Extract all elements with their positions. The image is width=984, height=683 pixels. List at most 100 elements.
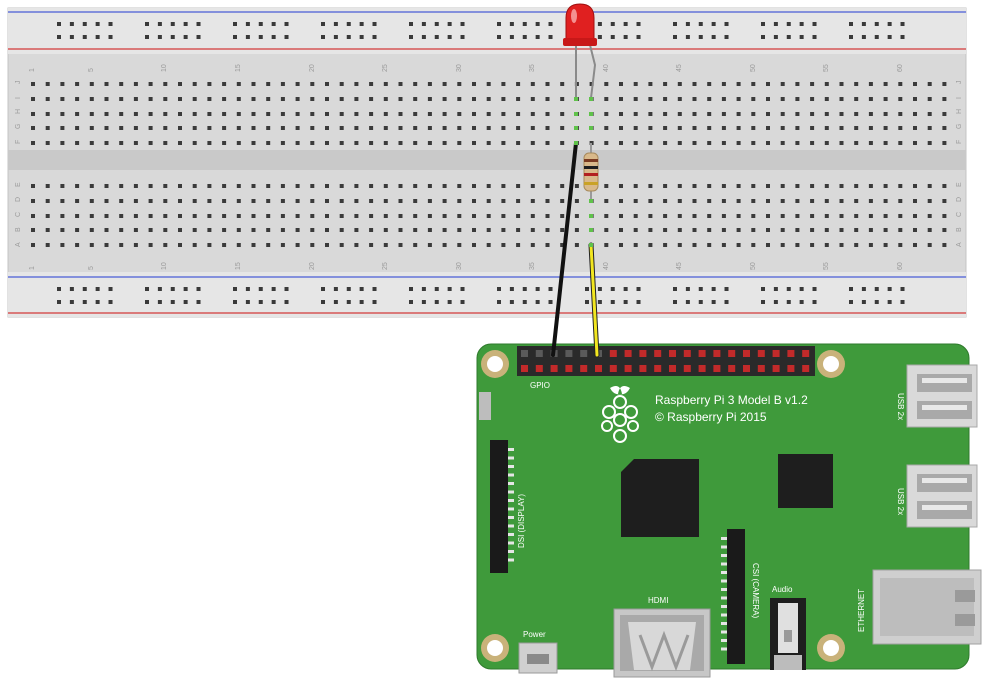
breadboard-hole [898,141,903,145]
rail-hole [271,300,276,304]
rail-hole [82,300,87,304]
breadboard-hole [472,126,476,130]
breadboard-hole [427,214,432,218]
breadboard-hole [633,214,638,218]
breadboard-hole [75,82,80,86]
breadboard-hole [898,126,903,130]
breadboard-hole [383,214,388,218]
breadboard-hole [780,184,785,188]
breadboard-hole [104,112,109,116]
gpio-label: GPIO [530,381,550,390]
breadboard-hole [383,243,388,247]
col-label-55-top: 55 [823,64,830,72]
breadboard-hole [236,126,241,130]
breadboard-hole [530,112,535,116]
breadboard-hole [163,97,168,101]
breadboard-hole [45,184,50,188]
breadboard-hole [707,126,712,130]
rail-hole [447,287,452,291]
gpio-pin [654,350,662,357]
breadboard-hole [663,214,668,218]
breadboard-hole [280,184,285,188]
rail-hole [761,300,765,304]
red-led [563,3,597,99]
rail-hole [196,35,201,39]
breadboard-hole [89,97,94,101]
breadboard-hole [31,141,35,145]
breadboard-hole [148,243,153,247]
csi-label: CSI (CAMERA) [751,563,760,618]
dsi-pin [508,473,514,477]
ethernet-label: ETHERNET [857,589,866,632]
breadboard-hole [486,199,491,203]
breadboard-hole [148,82,153,86]
breadboard-hole [104,214,109,218]
breadboard-hole [266,126,271,130]
rail-hole [284,22,289,26]
breadboard-hole [413,214,418,218]
rail-hole [108,300,113,304]
breadboard-hole [927,126,932,130]
gpio-pin [683,365,691,372]
breadboard-hole [119,199,124,203]
breadboard-hole [560,82,565,86]
rail-hole [685,300,690,304]
breadboard-hole [398,126,403,130]
breadboard-hole [530,214,535,218]
breadboard-hole [677,97,682,101]
breadboard-hole [280,214,285,218]
breadboard-hole [721,126,726,130]
breadboard-hole [810,184,815,188]
gpio-pin [624,350,632,357]
rail-hole [284,300,289,304]
csi-pin [721,545,727,549]
col-label-25-bottom: 25 [382,262,389,270]
breadboard-hole [310,243,315,247]
breadboard-hole [883,243,888,247]
breadboard-hole [868,184,873,188]
rail-hole [548,22,553,26]
breadboard-hole [251,97,256,101]
breadboard-hole [898,214,903,218]
breadboard-hole [677,214,682,218]
breadboard-hole [619,97,623,101]
breadboard-hole [60,97,65,101]
breadboard-hole [45,97,50,101]
breadboard-hole [222,243,227,247]
breadboard-hole [31,243,35,247]
breadboard-hole [604,243,609,247]
rail-hole [321,300,325,304]
breadboard-hole [810,243,815,247]
breadboard-hole [883,112,888,116]
rail-hole [900,300,905,304]
breadboard-hole [89,141,94,145]
rail-hole [196,22,201,26]
breadboard-hole [251,228,256,232]
rail-hole [773,35,778,39]
rail-hole [460,35,465,39]
breadboard-hole [236,82,241,86]
breadboard-hole [119,228,124,232]
breadboard-hole [457,214,462,218]
breadboard-hole [222,97,227,101]
breadboard-hole [913,243,917,247]
breadboard-hole [677,126,682,130]
breadboard-hole [619,112,623,116]
rail-hole [874,287,879,291]
breadboard-hole [442,126,447,130]
dsi-pin [508,448,514,451]
breadboard-hole [648,112,653,116]
breadboard-hole [148,97,153,101]
breadboard-hole [516,184,521,188]
breadboard-hole [325,82,329,86]
breadboard-hole [721,97,726,101]
breadboard-hole [310,184,315,188]
pi-model-text: Raspberry Pi 3 Model B v1.2 [655,393,808,407]
breadboard-hole [824,97,829,101]
breadboard-hole [663,199,668,203]
breadboard-hole [192,184,197,188]
breadboard-hole [721,184,726,188]
breadboard-hole [295,243,300,247]
gpio-pin [580,350,588,357]
breadboard-hole [516,82,521,86]
